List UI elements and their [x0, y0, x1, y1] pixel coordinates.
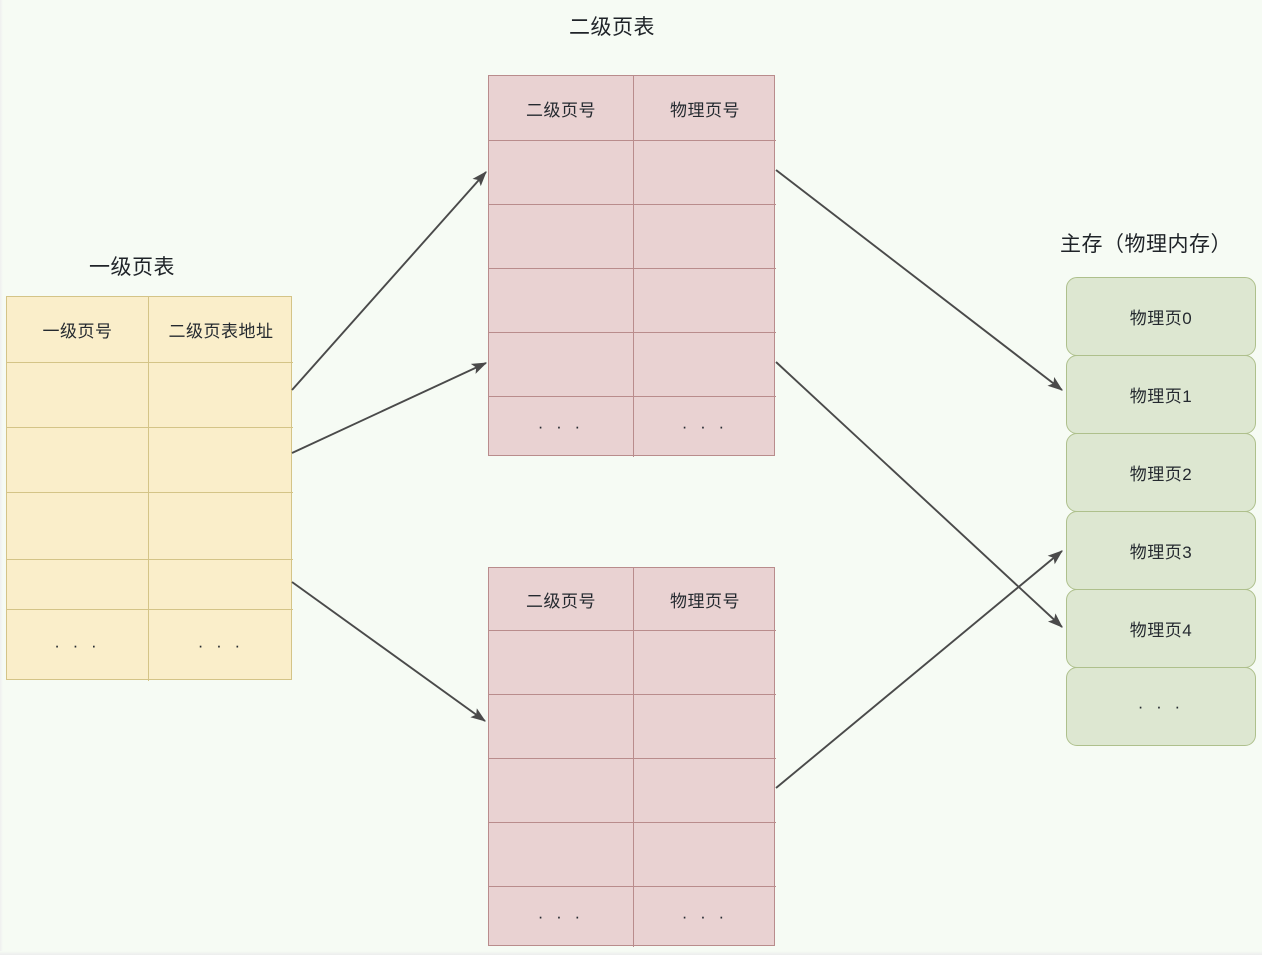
level1-page-table: 一级页号 二级页表地址 · · · · · · — [6, 296, 293, 681]
l1-to-l2-upper-row1 — [291, 171, 487, 391]
canvas-left-edge — [0, 0, 3, 955]
l1-to-l2-lower-row2 — [291, 581, 486, 722]
l2-upper-to-mem-page4 — [775, 361, 1063, 628]
memory-column: 物理页0 物理页1 物理页2 物理页3 物理页4 · · · — [1066, 277, 1256, 746]
table-cell — [634, 823, 776, 887]
page-title-memory: 主存（物理内存） — [1060, 233, 1232, 256]
memory-page-box: 物理页2 — [1066, 433, 1256, 512]
table-cell — [634, 269, 776, 333]
table-header-cell: 二级页号 — [489, 568, 634, 631]
table-header-cell: 二级页表地址 — [149, 297, 293, 363]
table-header-cell: 物理页号 — [634, 568, 776, 631]
table-cell — [7, 493, 149, 560]
table-cell — [489, 759, 634, 823]
page-title-level2: 二级页表 — [569, 16, 655, 39]
memory-page-box: 物理页1 — [1066, 355, 1256, 434]
table-cell-ellipsis: · · · — [197, 635, 245, 655]
level2-page-table-lower: 二级页号 物理页号 · · · · · · — [488, 567, 776, 947]
table-cell — [149, 363, 293, 428]
canvas-bottom-edge — [0, 951, 1262, 955]
table-cell — [149, 493, 293, 560]
level2-page-table-upper: 二级页号 物理页号 · · · · · · — [488, 75, 776, 457]
table-cell-ellipsis: · · · — [489, 397, 634, 457]
table-cell — [489, 823, 634, 887]
l2-upper-to-mem-page1 — [775, 169, 1063, 391]
table-header-cell: 二级页号 — [489, 76, 634, 141]
table-cell — [634, 205, 776, 269]
table-cell — [489, 141, 634, 205]
table-cell-ellipsis: · · · — [681, 907, 729, 926]
table-cell — [489, 333, 634, 397]
memory-page-box: 物理页3 — [1066, 511, 1256, 590]
table-cell — [634, 759, 776, 823]
table-cell — [149, 560, 293, 610]
table-cell-ellipsis: · · · — [681, 417, 729, 436]
table-cell — [7, 560, 149, 610]
table-cell — [634, 631, 776, 695]
table-header-cell: 一级页号 — [7, 297, 149, 363]
table-cell — [7, 363, 149, 428]
table-cell — [489, 205, 634, 269]
memory-page-box: 物理页4 — [1066, 589, 1256, 668]
l2-lower-to-mem-page3 — [775, 550, 1063, 789]
page-title-level1: 一级页表 — [89, 256, 175, 279]
table-cell-ellipsis: · · · — [7, 610, 149, 681]
table-cell — [149, 428, 293, 493]
table-header-cell: 物理页号 — [634, 76, 776, 141]
memory-page-box: 物理页0 — [1066, 277, 1256, 356]
table-cell — [634, 333, 776, 397]
table-cell — [489, 695, 634, 759]
table-cell — [634, 141, 776, 205]
table-cell — [7, 428, 149, 493]
table-cell — [634, 695, 776, 759]
table-cell — [489, 269, 634, 333]
l1-to-l2-upper-row4 — [291, 362, 488, 454]
table-cell-ellipsis: · · · — [489, 887, 634, 947]
memory-page-box-ellipsis: · · · — [1066, 667, 1256, 746]
table-cell — [489, 631, 634, 695]
